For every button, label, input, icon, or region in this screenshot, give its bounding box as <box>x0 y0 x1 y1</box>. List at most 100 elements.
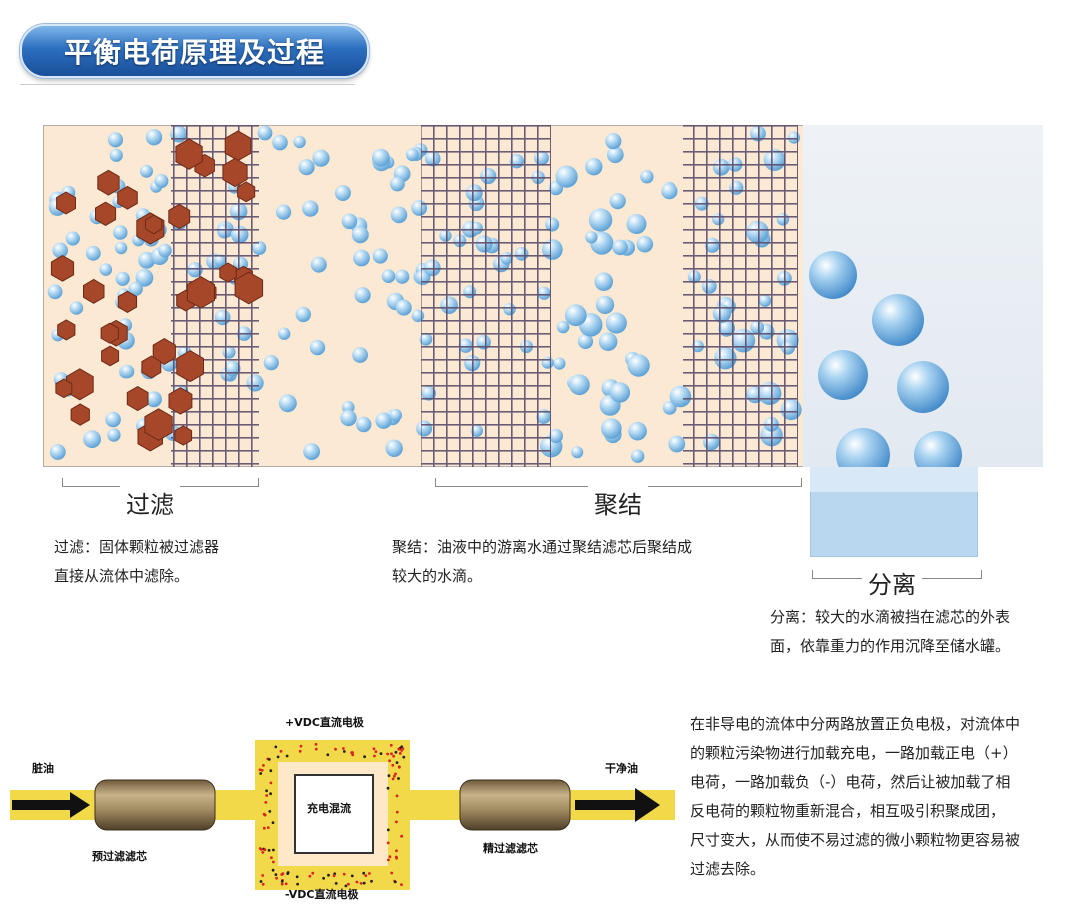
charged-particle <box>402 755 406 759</box>
stage-coalesce-label: 聚结 <box>588 485 648 520</box>
charged-particle <box>394 750 398 754</box>
water-droplet <box>341 213 358 230</box>
charged-particle <box>394 772 397 776</box>
water-droplet <box>627 354 650 377</box>
solid-particle <box>175 138 203 170</box>
solid-particle <box>222 157 248 188</box>
charged-particle <box>386 786 390 790</box>
page-title: 平衡电荷原理及过程 <box>63 36 325 69</box>
water-tank <box>810 467 978 557</box>
charged-particle <box>393 880 397 884</box>
water-droplet <box>69 301 84 315</box>
solid-particles <box>50 130 264 452</box>
charged-particle <box>386 752 389 756</box>
charged-particle <box>362 881 366 885</box>
water-droplet <box>571 446 584 459</box>
solid-particle <box>144 408 173 441</box>
water-droplet <box>295 306 311 323</box>
water-droplet <box>302 200 319 217</box>
charged-particle <box>261 882 265 886</box>
charged-particle <box>390 871 394 875</box>
charged-particle <box>295 875 299 879</box>
filter-desc-line: 直接从流体中滤除。 <box>54 567 190 585</box>
pre-filter-cartridge <box>94 779 216 831</box>
water-droplet <box>154 174 169 188</box>
charged-particle <box>397 765 401 769</box>
charged-particle <box>269 769 273 773</box>
charged-particle <box>265 789 268 793</box>
charged-particle <box>266 826 270 829</box>
title-underline <box>20 84 355 85</box>
large-droplet <box>818 350 868 400</box>
water-droplet <box>390 176 405 192</box>
charged-particle <box>298 749 302 753</box>
water-droplet <box>128 281 143 296</box>
water-droplet <box>309 339 326 356</box>
water-droplet <box>661 183 678 200</box>
charged-particle <box>327 873 330 877</box>
water-droplet <box>594 272 614 291</box>
charged-particle <box>258 768 262 772</box>
dirty-oil-label: 脏油 <box>32 762 54 775</box>
solid-particle <box>234 271 264 305</box>
solid-particle <box>117 290 138 313</box>
large-droplet <box>914 431 962 467</box>
water-droplet <box>257 125 273 141</box>
charged-particle <box>397 777 400 780</box>
charged-particle <box>344 884 348 888</box>
charged-particle <box>363 755 366 759</box>
charged-particle <box>370 879 373 883</box>
outlet-arrow <box>575 788 660 822</box>
charge-flow-diagram <box>10 740 675 890</box>
solid-particle <box>176 350 204 383</box>
solid-particle <box>83 278 105 304</box>
solid-particle <box>70 403 90 426</box>
charged-particle <box>326 753 330 757</box>
large-droplet <box>897 361 949 413</box>
mixing-chamber <box>294 774 374 854</box>
charged-particle <box>400 883 403 886</box>
separate-desc-line: 分离：较大的水滴被挡在滤芯的外表 <box>770 608 1011 626</box>
water-droplet <box>145 129 163 146</box>
charged-particle <box>332 874 336 878</box>
water-droplet <box>49 444 66 460</box>
charged-particle <box>296 882 299 886</box>
water-droplet <box>628 421 647 441</box>
charged-particle <box>280 873 284 876</box>
charged-particle <box>398 752 402 755</box>
water-droplet <box>52 242 68 259</box>
solid-particle <box>126 386 149 412</box>
water-droplet <box>145 391 162 408</box>
charged-particle <box>280 882 284 886</box>
charged-particle <box>372 747 376 751</box>
filter-description: 过滤：固体颗粒被过滤器 直接从流体中滤除。 <box>54 533 354 591</box>
large-droplets <box>809 251 962 467</box>
charged-particle <box>342 872 346 876</box>
water-droplet <box>609 193 626 210</box>
charged-particle <box>388 855 392 859</box>
water-droplet <box>609 382 631 403</box>
charged-particle <box>342 747 345 750</box>
charged-particle <box>271 821 275 824</box>
coalesce-desc-line: 较大的水滴。 <box>392 567 483 585</box>
water-droplet <box>65 231 80 246</box>
solid-particle <box>186 276 215 309</box>
charged-particle <box>334 747 337 751</box>
charged-particle <box>387 858 390 862</box>
water-droplet <box>135 268 154 287</box>
charged-particle <box>285 754 289 758</box>
fine-filter-label: 精过滤滤芯 <box>483 842 538 855</box>
water-droplet <box>601 418 622 439</box>
solid-particle <box>141 355 162 379</box>
charged-particle <box>267 758 271 761</box>
water-droplet <box>272 134 288 151</box>
charged-particle <box>347 882 350 886</box>
charged-particle <box>322 876 325 880</box>
separate-desc-line: 面，依靠重力的作用沉降至储水罐。 <box>770 637 1011 655</box>
separate-description: 分离：较大的水滴被挡在滤芯的外表 面，依靠重力的作用沉降至储水罐。 <box>770 603 1070 661</box>
charged-particle <box>395 810 399 814</box>
solid-particle <box>117 185 138 210</box>
filter-mesh-3 <box>683 125 798 467</box>
charged-particle <box>280 880 284 883</box>
water-droplet <box>278 394 297 413</box>
